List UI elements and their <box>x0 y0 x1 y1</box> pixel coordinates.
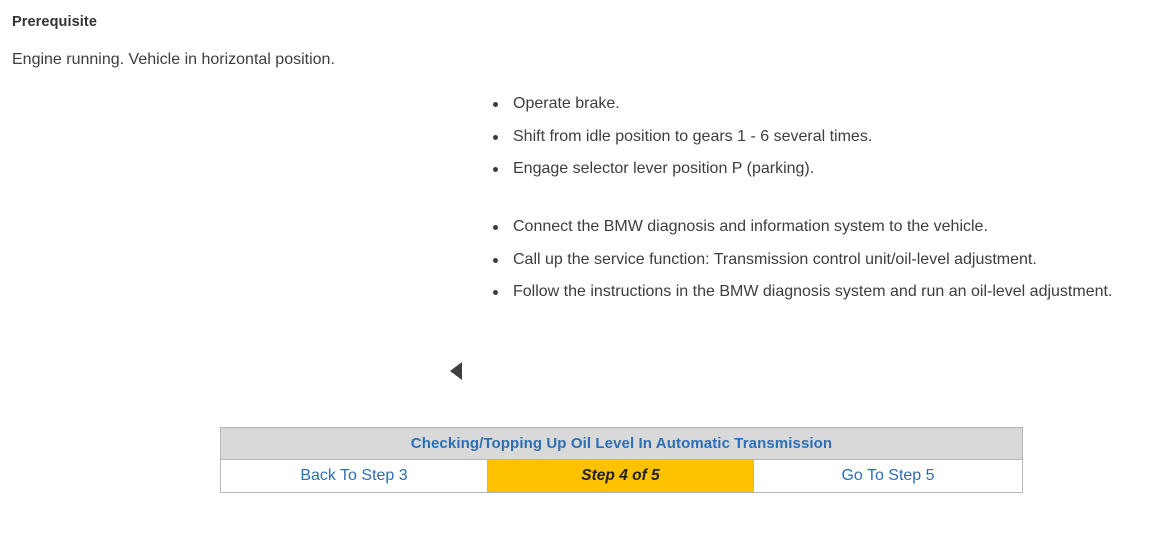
bullet-icon <box>493 244 498 277</box>
list-item-label: Operate brake. <box>513 95 620 112</box>
bullet-icon <box>493 121 498 154</box>
list-item-label: Engage selector lever position P (parkin… <box>513 160 815 177</box>
instruction-list-two: Connect the BMW diagnosis and informatio… <box>492 211 1117 309</box>
current-step-indicator: Step 4 of 5 <box>487 459 754 493</box>
list-item: Connect the BMW diagnosis and informatio… <box>492 211 1117 244</box>
list-item-label: Connect the BMW diagnosis and informatio… <box>513 218 988 235</box>
list-item-label: Call up the service function: Transmissi… <box>513 250 1037 268</box>
bullet-icon <box>493 211 498 244</box>
step-navigation-table: Checking/Topping Up Oil Level In Automat… <box>220 427 1023 493</box>
back-step-cell[interactable]: Back To Step 3 <box>220 459 488 493</box>
list-item-label: Shift from idle position to gears 1 - 6 … <box>513 127 873 145</box>
prerequisite-text: Engine running. Vehicle in horizontal po… <box>12 51 335 68</box>
table-row: Checking/Topping Up Oil Level In Automat… <box>220 427 1023 460</box>
list-item: Follow the instructions in the BMW diagn… <box>492 276 1117 309</box>
bullet-icon <box>493 88 498 121</box>
instruction-list-one: Operate brake. Shift from idle position … <box>492 88 1117 186</box>
list-item-label: Follow the instructions in the BMW diagn… <box>513 283 1113 300</box>
triangle-left-icon <box>450 362 462 380</box>
list-item: Shift from idle position to gears 1 - 6 … <box>492 121 1117 154</box>
prerequisite-heading: Prerequisite <box>12 14 98 30</box>
procedure-title: Checking/Topping Up Oil Level In Automat… <box>220 427 1023 460</box>
table-row: Back To Step 3 Step 4 of 5 Go To Step 5 <box>220 459 1023 493</box>
list-item: Call up the service function: Transmissi… <box>492 244 1117 277</box>
bullet-icon <box>493 153 498 186</box>
go-to-step-link[interactable]: Go To Step 5 <box>841 467 935 484</box>
list-item: Operate brake. <box>492 88 1117 121</box>
list-item: Engage selector lever position P (parkin… <box>492 153 1117 186</box>
next-step-cell[interactable]: Go To Step 5 <box>753 459 1023 493</box>
bullet-icon <box>493 276 498 309</box>
back-to-step-link[interactable]: Back To Step 3 <box>300 467 408 484</box>
